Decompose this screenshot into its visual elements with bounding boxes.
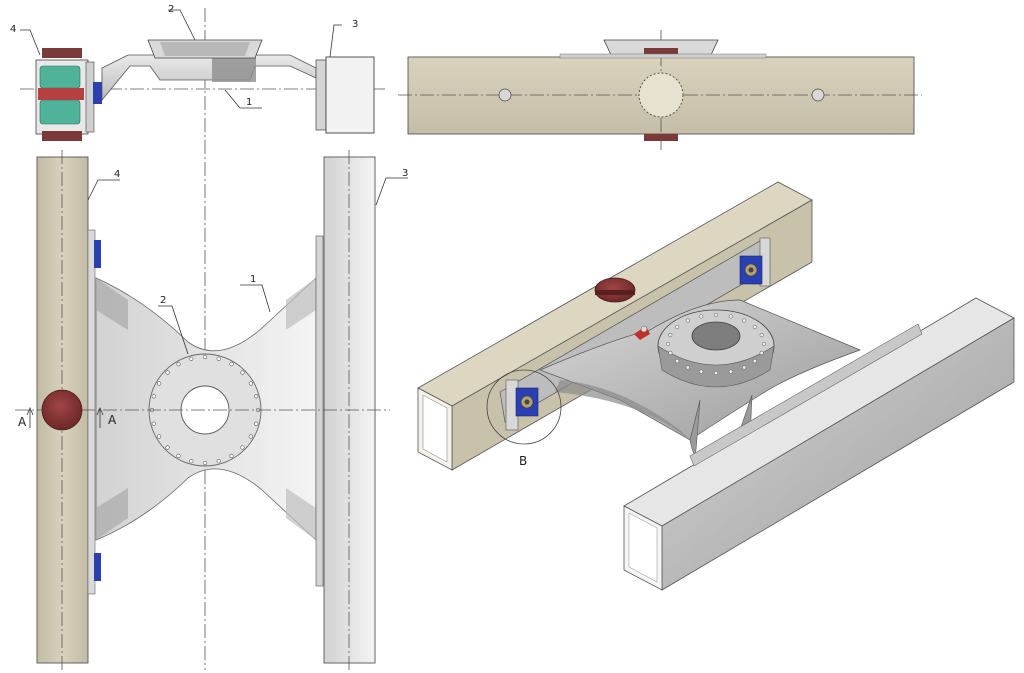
flange-bolt-hole: [151, 394, 156, 399]
bolt-circle-side: [638, 72, 684, 118]
flange-bolt-hole: [254, 421, 259, 426]
iso-flange-bolt: [685, 365, 690, 370]
iso-flange-bolt: [742, 318, 747, 323]
iso-flange-bolt: [759, 350, 764, 356]
callout-4-front: 4: [10, 24, 16, 35]
right-beam-section: [325, 56, 375, 134]
plan-view: A A 4 3 1 2: [15, 150, 408, 670]
hole-right: [811, 88, 825, 102]
iso-flange-bolt: [699, 369, 704, 374]
flange-bolt-hole: [254, 394, 259, 399]
damper-disk-plan: [41, 389, 83, 431]
flange-bolt-hole: [151, 421, 156, 426]
flange-bolt-hole: [248, 381, 253, 386]
iso-flange-bolts: [665, 312, 767, 376]
iso-flange-bolt: [668, 332, 673, 338]
flange-bolt-hole: [157, 434, 162, 439]
iso-flange-bolt: [675, 358, 680, 364]
flange-bolt-hole: [229, 362, 234, 367]
callout-3-front: 3: [352, 19, 358, 30]
callout-3-plan: 3: [402, 168, 408, 179]
iso-flange-bolt: [713, 312, 719, 318]
flange-bolt-hole: [165, 445, 170, 450]
flange-bolt-hole: [216, 356, 221, 361]
iso-flange-bolt: [713, 370, 719, 376]
flange-bolt-hole: [176, 453, 181, 458]
iso-flange-bore: [691, 321, 741, 351]
side-view: [398, 30, 922, 150]
callout-4-plan: 4: [114, 169, 120, 180]
flange-bolt-hole: [202, 460, 208, 466]
iso-clamp-right: [739, 237, 771, 287]
flange-bolt-hole: [165, 370, 170, 375]
front-view: 2 3 4 1: [10, 4, 385, 670]
callout-1-front: 1: [246, 97, 252, 108]
iso-flange-bolt: [665, 341, 671, 347]
iso-flange-bolt: [761, 341, 767, 347]
section-mark-left: A: [18, 415, 27, 429]
bolt-top-left: [94, 240, 101, 268]
callout-2-plan: 2: [160, 295, 166, 306]
iso-flange-bolt: [752, 324, 757, 330]
callout-2-front: 2: [168, 4, 174, 15]
iso-flange-bolt: [685, 318, 690, 323]
isolator-assembly-front: [35, 48, 102, 141]
iso-flange-bolt: [728, 369, 733, 374]
iso-flange-bolt: [752, 358, 757, 364]
detail-label-b: B: [519, 454, 527, 468]
flange-bolt-hole: [189, 459, 194, 464]
flange-bolt-hole: [240, 445, 245, 450]
callout-1-plan: 1: [250, 274, 256, 285]
flange-bolt-hole: [240, 370, 245, 375]
iso-flange-bolt: [728, 314, 733, 319]
iso-clamp-left: [505, 379, 539, 431]
flange-bolt-hole: [248, 434, 253, 439]
bolt-bottom-left: [94, 553, 101, 581]
flange-bolt-hole: [202, 354, 208, 360]
flange-bolt-hole: [157, 381, 162, 386]
hole-left: [498, 88, 512, 102]
flange-bolt-hole: [189, 356, 194, 361]
support-arm-front: [101, 54, 317, 102]
isometric-view: B: [417, 181, 1015, 591]
iso-flange-bolt: [742, 365, 747, 370]
iso-flange-bolt: [675, 324, 680, 330]
section-mark-right: A: [108, 413, 117, 427]
iso-flange-bolt: [668, 350, 673, 356]
iso-flange-bolt: [699, 314, 704, 319]
detail-circle-b: [486, 369, 562, 445]
flange-bolt-hole: [229, 453, 234, 458]
iso-flange-bolt: [759, 332, 764, 338]
flange-bolt-hole: [176, 362, 181, 367]
flange-bolt-hole: [216, 459, 221, 464]
